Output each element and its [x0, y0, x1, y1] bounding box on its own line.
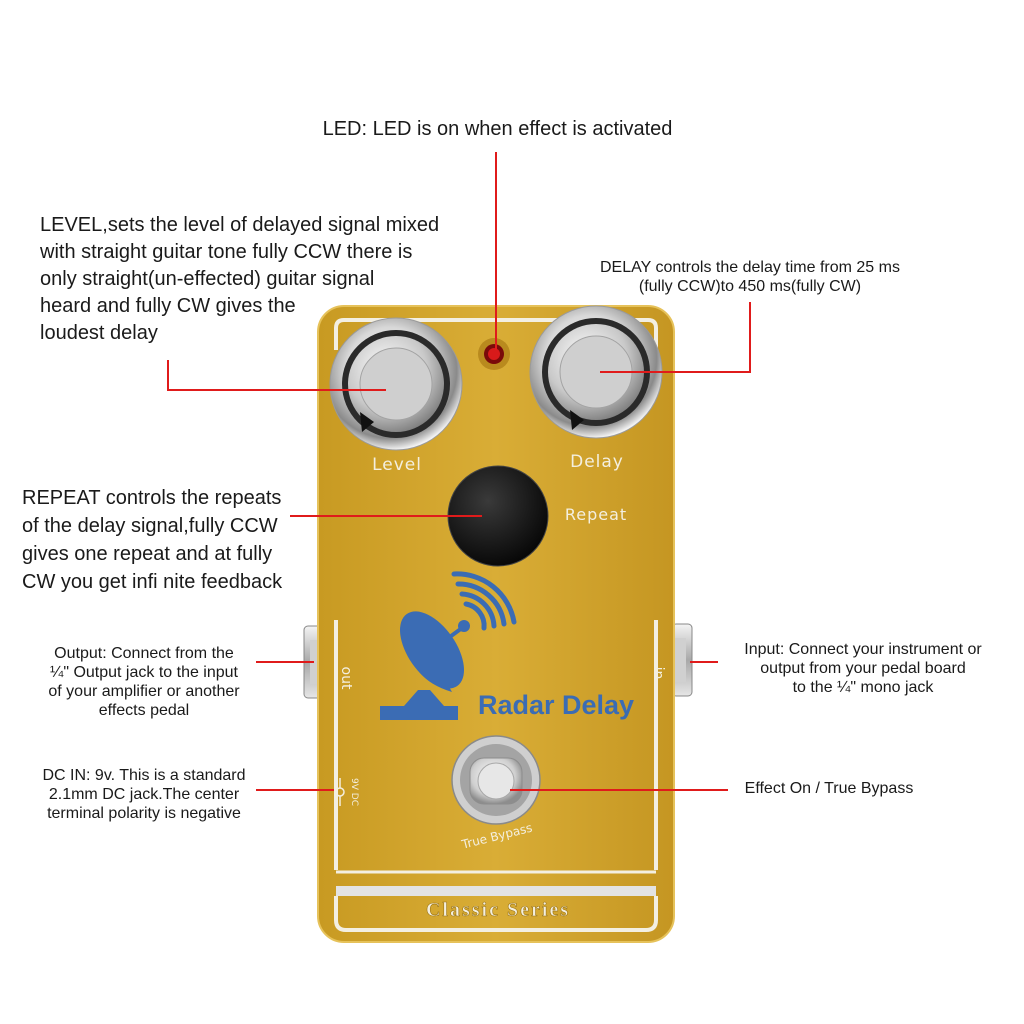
repeat-annotation: REPEAT controls the repeats of the delay… — [22, 484, 322, 596]
delay-annotation-line: (fully CCW)to 450 ms(fully CW) — [638, 278, 862, 295]
output-jack-label: out — [338, 667, 354, 690]
delay-annotation-line: DELAY controls the delay time from 25 ms — [600, 259, 900, 276]
level-annotation: LEVEL,sets the level of delayed signal m… — [40, 212, 480, 347]
pointer-lines — [167, 152, 751, 791]
level-annotation-line: LEVEL,sets the level of delayed signal m… — [40, 214, 440, 236]
radar-dish-icon — [380, 611, 470, 720]
input-annotation-line: to the ¼" mono jack — [792, 679, 934, 696]
level-annotation-line: with straight guitar tone fully CCW ther… — [40, 241, 413, 263]
level-annotation-line: heard and fully CW gives the — [40, 295, 296, 317]
repeat-annotation-line: REPEAT controls the repeats — [22, 487, 282, 509]
repeat-annotation-line: of the delay signal,fully CCW — [22, 515, 278, 537]
output-annotation-line: of your amplifier or another — [48, 683, 240, 700]
brand-title: Radar Delay — [478, 690, 634, 720]
delay-knob[interactable] — [529, 305, 663, 439]
output-annotation: Output: Connect from the ¼" Output jack … — [18, 644, 270, 720]
input-annotation: Input: Connect your instrument or output… — [718, 640, 1008, 697]
level-knob[interactable] — [329, 317, 463, 451]
delay-knob-label: Delay — [570, 452, 624, 472]
knob-pointer-icon — [570, 410, 584, 430]
dc-in-annotation: DC IN: 9v. This is a standard 2.1mm DC j… — [18, 766, 270, 823]
delay-pointer-line — [600, 302, 751, 373]
pedal-band — [336, 886, 656, 896]
repeat-annotation-line: gives one repeat and at fully — [22, 543, 273, 565]
output-annotation-line: Output: Connect from the — [54, 645, 234, 662]
output-annotation-line: effects pedal — [98, 702, 190, 719]
pedal-frame — [334, 896, 658, 932]
level-annotation-line: only straight(un-effected) guitar signal — [40, 268, 375, 290]
repeat-knob-label: Repeat — [565, 505, 627, 524]
bypass-annotation: Effect On / True Bypass — [724, 780, 934, 798]
dc-in-annotation-line: 2.1mm DC jack.The center — [48, 786, 240, 803]
led-indicator-icon — [478, 338, 510, 370]
series-label: Classic Series — [426, 899, 570, 921]
led-annotation: LED: LED is on when effect is activated — [300, 118, 695, 141]
output-annotation-line: ¼" Output jack to the input — [49, 664, 238, 681]
dc-in-annotation-line: DC IN: 9v. This is a standard — [42, 767, 246, 784]
delay-annotation: DELAY controls the delay time from 25 ms… — [560, 258, 940, 296]
dc-in-annotation-line: terminal polarity is negative — [47, 805, 241, 822]
input-annotation-line: Input: Connect your instrument or — [744, 641, 982, 658]
signal-waves-icon — [451, 571, 517, 631]
knob-pointer-icon — [360, 412, 374, 432]
level-knob-label: Level — [372, 455, 422, 475]
true-bypass-footswitch[interactable] — [451, 735, 541, 825]
dc-polarity-icon — [335, 778, 345, 806]
dc-jack-label: 9V DC — [349, 778, 359, 806]
input-annotation-line: output from your pedal board — [760, 660, 966, 677]
led-annotation-line: LED: LED is on when effect is activated — [322, 118, 673, 140]
level-annotation-line: loudest delay — [40, 322, 158, 344]
level-pointer-line — [167, 360, 386, 391]
bypass-annotation-line: Effect On / True Bypass — [744, 780, 914, 797]
repeat-annotation-line: CW you get infi nite feedback — [22, 571, 283, 593]
input-jack-label: in — [650, 667, 666, 680]
